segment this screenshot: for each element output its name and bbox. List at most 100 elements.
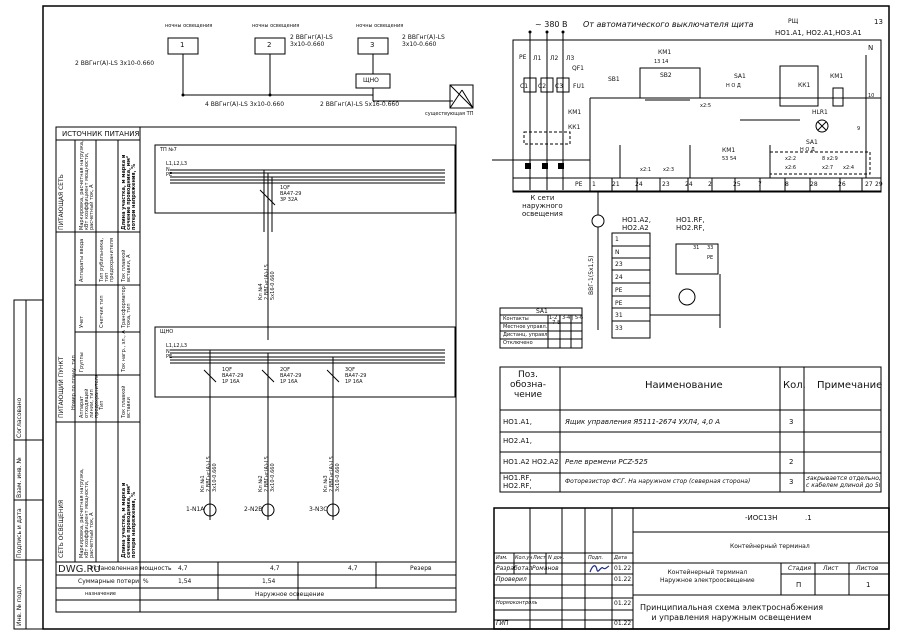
power-reserve: Резерв [410,565,432,572]
spec-pos-1: НО2.А1, [503,437,532,445]
fu1-label: FU1 [573,83,585,90]
cable-main-label: Кл №4 2 ВВГнг(А)-LS 5х16-0.660 [258,264,276,300]
terminal-13: 29 [875,181,883,188]
block-terminal-4: PE [615,286,623,294]
spec-h-name: Наименование [645,380,723,391]
col-apparatus-out: Аппарат отходящей линии, тип предохранит… [79,374,100,418]
km1-mid-nums: 53 54 [722,156,737,162]
feeder-box-3: 3 [370,41,375,49]
purpose-value: Наружное освещение [255,591,325,598]
km1-mid: КМ1 [722,147,736,154]
l1-label: Л1 [533,55,542,62]
terminal-11: 26 [838,181,846,188]
spec-name-3: Фоторезистор ФСГ. На наружном стор (севе… [565,478,751,485]
pe-label: PE [519,54,527,61]
tb-r1-role: Разработал [496,565,533,572]
spec-qty-0: 3 [789,418,794,426]
col-marking-2: Маркировка, расчетная нагрузка, кВт коэф… [79,468,95,558]
col-length: Длина участка, м марка и сечение проводн… [121,154,137,230]
terminal-8: 7 [758,181,762,188]
end-3: 3-N3C [309,506,328,513]
shno-box: ЩНО [363,77,379,84]
tb-r1-date: 01.22 [614,565,632,572]
tb-sheets-h: Листов [856,565,879,572]
sa1-mid-pos: Н О Д [800,147,815,153]
tb-sheet-h: Лист [823,565,839,572]
sa1-top: SA1 [734,73,746,80]
kk1-label: КК1 [568,124,581,131]
tb-h-ndok: N док. [548,555,565,561]
sa1-top-pos: Н О Д [726,83,741,89]
tb-drawing-title: Принципиальная схема электроснабжения и … [640,603,824,623]
tb-desc: Контейнерный терминал Наружное электроос… [660,569,755,585]
x2-5: х2:5 [700,103,712,109]
c2-label: С2 [538,83,547,90]
power-2: 4,7 [270,565,280,572]
cable-label-bottom-left: 4 ВВГнг(А)-LS 3х10-0.660 [205,101,285,108]
spec-pos-0: НО1.А1, [503,418,532,426]
vzam-inv: Взам. инв. № [16,457,23,498]
source-header: ИСТОЧНИК ПИТАНИЯ [62,130,140,138]
tp-number: ТП №7 [160,147,177,153]
col-uchet: Учет [79,316,85,328]
col-counter: Счетчик тип [99,295,105,328]
tb-h-izm: Изм. [496,555,508,561]
col-marking: Маркировка, расчетная нагрузка, кВт коэф… [79,140,95,230]
terminal-6: 2 [708,181,712,188]
col-fuse-current: Ток плавкой вставки, А [121,249,132,282]
k-seti-label: К сети наружного освещения [522,194,563,219]
line2-cable: Кл №2 2 ВВГнг(А)-LS 3х10-0.660 [258,456,276,492]
supply-net-header: ПИТАЮЩАЯ СЕТЬ [58,174,65,230]
x2-6: х2:6 [785,165,797,171]
voltage-label: ~ 380 В [535,20,568,29]
losses-label: Суммарные потери, % [78,578,149,585]
spec-qty-2: 2 [789,458,794,466]
col-fuse2: Ток плавкой вставки [121,385,132,418]
tpe: PE [707,255,714,261]
end-1: 1-N1A [186,506,205,513]
rshch-label: РЩ [788,18,799,25]
n-label: N [868,44,874,52]
tb-h-data: Дата [614,555,627,561]
qf1-right: QF1 [572,65,584,72]
sa1-row-2: Отключено [503,340,533,346]
tp-label: существующая ТП [425,111,474,117]
light-net-header: СЕТЬ ОСВЕЩЕНИЯ [58,499,65,558]
line3-cable: Кл №3 2 ВВГнг(А)-LS 3х10-0.660 [323,456,341,492]
km1-top-nums: 13 14 [654,59,669,65]
sheet-number: 13 [874,18,883,26]
from-auto-label: От автоматического выключателя щита [583,20,754,29]
x2-2: х2:2 [785,156,797,162]
x2-4: х2:4 [843,165,855,171]
soglasovano: Согласовано [16,397,23,438]
n10-label: 10 [868,93,875,99]
sa1-table-cols: 1-2 | 3-4 | 5-6 7-8 [549,315,584,326]
col-length-2: Длина участка, м марка и сечение проводн… [121,482,137,558]
block-terminal-3: 24 [615,274,623,282]
spec-qty-3: 3 [789,478,794,486]
terminal-9: 8 [785,181,789,188]
tp-bus-label: L1,L2,L3 N PE [166,161,188,178]
terminal-4: 23 [662,181,670,188]
col-rubilnik: Тип рубильника, тип предохранителя [99,238,115,282]
sa1-mid: SA1 [806,139,818,146]
spec-pos-3: НО1.RF, НО2.RF, [503,474,532,490]
tb-r4-role: ГИП [496,620,509,627]
tb-code: -ИОС13Н [745,514,778,522]
block-terminal-1: N [615,248,620,256]
night-light-label-2: ночны освещения [252,23,300,29]
km1-coil: КМ1 [568,109,582,116]
c3-label: С3 [555,83,564,90]
night-light-label-1: ночны освещения [165,23,213,29]
end-2: 2-N2B [244,506,263,513]
line1-cable: Кл №1 2 ВВГнг(А)-LS 3х10-0.660 [200,456,218,492]
col-current: Ток нагр., эл., А [121,330,127,372]
n9-label: 9 [857,126,861,132]
cable-label-2: 2 ВВГнг(А)-LS 3х10-0.660 [290,34,333,49]
shno-label: ЩНО [160,329,174,335]
t33: 33 [707,245,714,251]
block-terminal-7: 33 [615,324,623,332]
supply-point-header: ПИТАЮЩИЙ ПУНКТ [58,356,65,418]
